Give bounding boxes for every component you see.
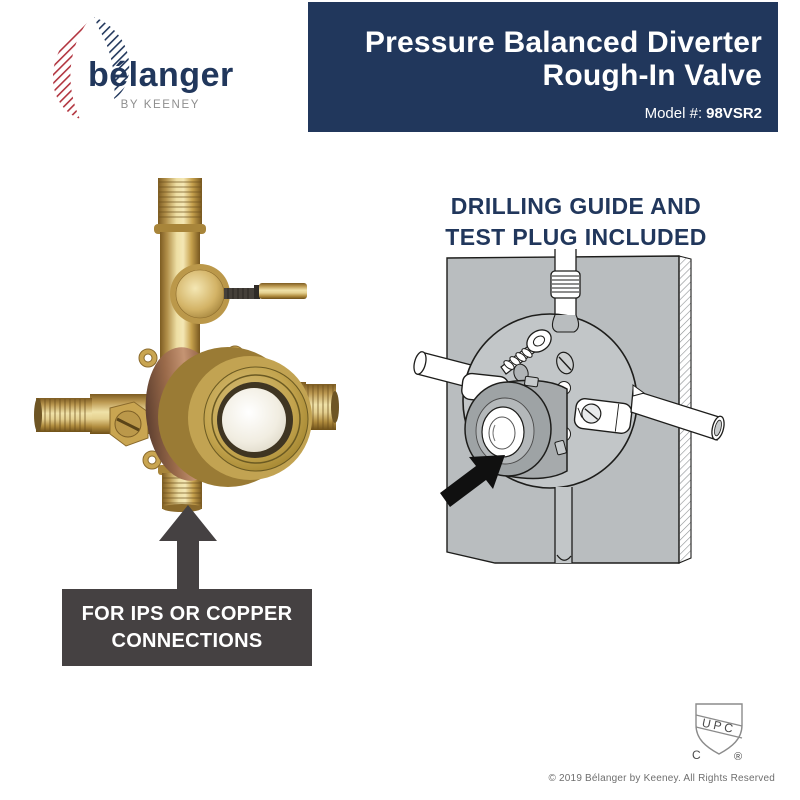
model-number-row: Model #:98VSR2 xyxy=(318,105,762,122)
brand-name: bélanger xyxy=(88,56,234,94)
valve-stop-stem xyxy=(170,264,307,324)
illustration-right-pipe xyxy=(630,384,725,441)
caption-line1: FOR IPS OR COPPER xyxy=(81,603,293,625)
model-label: Model #: xyxy=(644,105,703,122)
drilling-guide-illustration xyxy=(413,249,725,564)
connection-caption: FOR IPS OR COPPER CONNECTIONS xyxy=(62,589,312,666)
valve-service-stop xyxy=(109,401,149,447)
product-title-line1: Pressure Balanced Diverter xyxy=(364,26,762,59)
right-slot xyxy=(573,398,633,434)
brand-byline: BY KEENEY xyxy=(120,99,200,111)
upc-left-text: C xyxy=(692,748,701,762)
header-banner: Pressure Balanced Diverter Rough-In Valv… xyxy=(308,2,778,132)
spring-screw xyxy=(500,329,552,375)
drilling-guide-cylinder xyxy=(464,375,568,480)
product-title-line2: Rough-In Valve xyxy=(542,59,762,92)
caption-line2: CONNECTIONS xyxy=(111,630,263,652)
upc-band-text: UPC xyxy=(701,716,738,737)
feature-heading-line1: DRILLING GUIDE AND xyxy=(450,193,702,219)
model-value: 98VSR2 xyxy=(706,105,762,122)
feature-heading: DRILLING GUIDE AND TEST PLUG INCLUDED xyxy=(420,191,732,253)
illustration-bottom-pipe xyxy=(554,487,573,563)
up-arrow-icon xyxy=(159,505,217,589)
brand-swirl-icon xyxy=(52,17,130,119)
pipe-notch xyxy=(551,314,580,333)
valve-cartridge xyxy=(145,347,312,487)
upc-shield-icon: UPC C ® xyxy=(692,703,743,763)
pointer-arrow-icon xyxy=(440,455,505,507)
feature-heading-line2: TEST PLUG INCLUDED xyxy=(445,224,707,250)
copyright-text: © 2019 Bélanger by Keeney. All Rights Re… xyxy=(548,773,775,784)
valve-photo xyxy=(34,178,339,512)
upc-registered-text: ® xyxy=(734,751,742,763)
illustration-top-pipe xyxy=(550,249,581,315)
